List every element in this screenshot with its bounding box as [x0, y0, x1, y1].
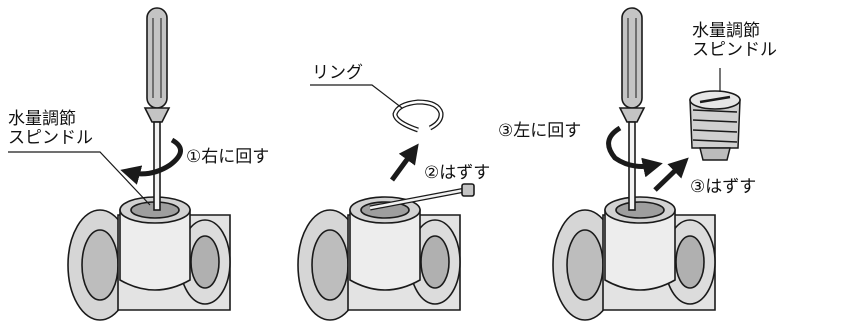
valve-body-3 [552, 196, 716, 321]
panel-2 [297, 84, 475, 321]
leader-line-spindle-left [8, 151, 151, 206]
remove-arrow-2 [389, 143, 419, 182]
label-step1-turn-right: ①右に回す [186, 147, 270, 167]
screwdriver-3 [618, 7, 646, 211]
panel-3 [552, 7, 741, 321]
label-step3-remove: ③はずす [690, 177, 757, 197]
label-step2-remove: ②はずす [424, 163, 491, 183]
panel-1 [8, 7, 231, 321]
leader-line-ring [310, 84, 403, 109]
label-step3-turn-left: ③左に回す [498, 121, 582, 141]
remove-arrow-3 [653, 157, 689, 192]
screwdriver-1 [143, 7, 171, 211]
pick-tool [369, 183, 475, 211]
rotate-right-arrow [120, 137, 183, 185]
valve-body-1 [67, 196, 231, 321]
rotate-left-arrow [606, 125, 663, 178]
label-spindle-right: 水量調節 スピンドル [692, 21, 777, 60]
label-spindle-left: 水量調節 スピンドル [8, 109, 93, 148]
valve-body-2 [297, 196, 461, 321]
label-ring: リング [312, 63, 363, 83]
spindle-part [689, 90, 741, 161]
